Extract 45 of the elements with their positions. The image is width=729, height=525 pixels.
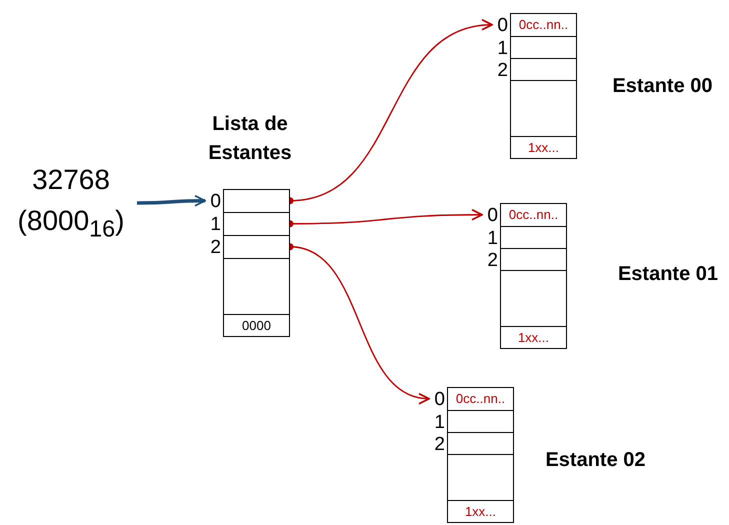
memory-cell [223, 212, 290, 236]
row-index: 1 [433, 413, 445, 432]
row-index: 1 [486, 229, 498, 248]
cell-text: 0cc..nn.. [508, 208, 558, 222]
memory-cell [447, 410, 514, 433]
memory-cell [510, 36, 577, 59]
row-index: 2 [209, 238, 221, 257]
memory-cell [447, 454, 514, 501]
row-index: 0 [486, 206, 498, 225]
row-index: 0 [433, 390, 445, 409]
memory-cell [447, 386, 514, 411]
table-title: Estante 01 [616, 262, 720, 287]
memory-cell [223, 314, 290, 337]
memory-cell [510, 12, 577, 37]
row-index: 2 [496, 61, 508, 80]
row-index: 0 [496, 16, 508, 35]
memory-cell [500, 270, 567, 327]
memory-cell [447, 500, 514, 523]
memory-cell [500, 202, 567, 227]
memory-cell [500, 326, 567, 349]
memory-cell [223, 188, 290, 213]
cell-text: 0cc..nn.. [518, 18, 568, 32]
memory-cell [510, 80, 577, 137]
row-index: 0 [209, 192, 221, 211]
cell-text: 1xx... [518, 330, 550, 344]
row-index: 2 [433, 435, 445, 454]
memory-cell [510, 136, 577, 159]
cell-text: 1xx... [464, 504, 496, 518]
table-title: Estante 00 [611, 74, 714, 99]
memory-cell [223, 234, 290, 259]
memory-cell [223, 258, 290, 315]
memory-cell [500, 248, 567, 271]
memory-cell [500, 226, 567, 249]
cell-text: 0cc..nn.. [456, 392, 506, 406]
cell-text: 0000 [242, 318, 271, 332]
row-index: 1 [209, 215, 221, 234]
memory-cell [447, 432, 514, 455]
value-label: 32768 (8000$_{16}$) [5, 160, 137, 246]
table-title: Estante 02 [544, 448, 647, 473]
row-index: 2 [486, 251, 498, 270]
table-title: Lista de Estantes [207, 112, 293, 166]
cell-text: 1xx... [528, 140, 560, 154]
memory-cell [510, 58, 577, 81]
row-index: 1 [496, 39, 508, 58]
arrow [136, 194, 206, 207]
